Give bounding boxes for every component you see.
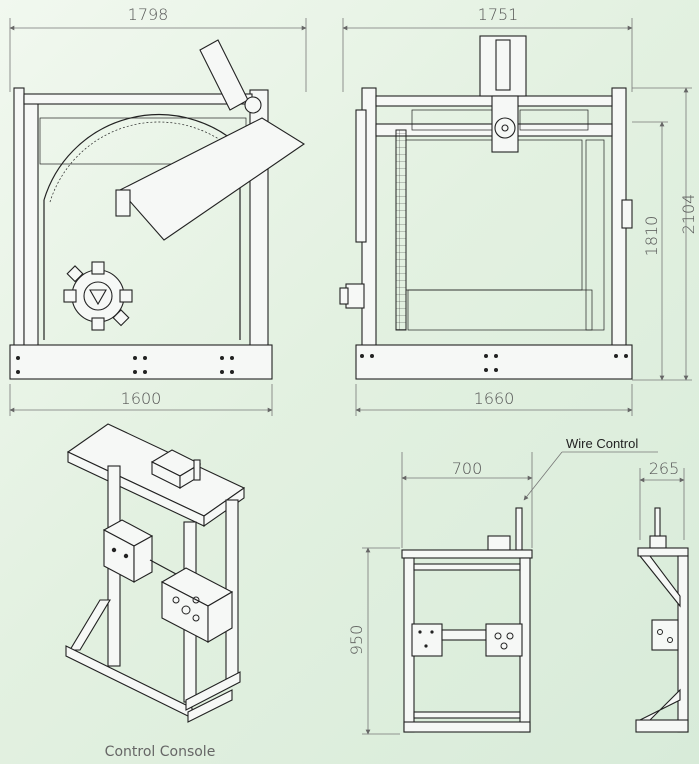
console-isometric: Control Console	[65, 423, 246, 760]
front-view: 1798	[9, 5, 307, 416]
front-control-box	[487, 535, 511, 551]
dim-label-2104: 2104	[679, 194, 698, 235]
side-bottom-mesh	[407, 289, 593, 331]
dim-label-265: 265	[649, 459, 680, 478]
dim-console-width: 700	[401, 452, 533, 548]
side-gear-rack	[395, 129, 407, 331]
side-motor	[345, 283, 365, 309]
wire-control-label: Wire Control	[566, 436, 638, 451]
console-top	[401, 549, 533, 559]
front-drum-arc	[43, 114, 245, 201]
side-view: 1751	[339, 5, 698, 416]
dim-side-1810: 1810	[632, 121, 668, 381]
console-caption: Control Console	[105, 744, 216, 760]
dim-console-depth: 265	[639, 459, 685, 540]
dim-label-700: 700	[452, 459, 483, 478]
side-right-post	[611, 87, 627, 379]
dim-label-950: 950	[347, 625, 366, 656]
dim-side-top: 1751	[342, 5, 633, 92]
dim-front-base: 1600	[9, 384, 273, 416]
front-left-inner-post	[23, 95, 39, 379]
front-base	[9, 344, 273, 380]
front-arm-hinge	[115, 189, 131, 217]
iso-base-rail	[65, 645, 193, 719]
front-top-rail	[23, 93, 253, 105]
side-block	[651, 619, 679, 651]
console-front-view: 700 Wire Control 950	[347, 436, 658, 735]
dim-console-height: 950	[347, 547, 400, 735]
side-base	[355, 344, 633, 380]
front-block-large	[485, 623, 523, 657]
dim-label-1798: 1798	[128, 5, 169, 24]
front-block-small	[411, 623, 443, 657]
dim-front-top: 1798	[9, 5, 307, 92]
front-swing-arm	[119, 117, 306, 241]
side-console-top	[637, 547, 689, 557]
dim-label-1600: 1600	[121, 389, 162, 408]
front-chuck	[63, 261, 133, 331]
wire-control-pendant	[515, 507, 523, 551]
dim-label-1810: 1810	[642, 216, 661, 257]
dim-side-base: 1660	[355, 384, 633, 416]
dim-label-1751: 1751	[478, 5, 519, 24]
dim-side-2104: 2104	[632, 87, 698, 381]
dim-label-1660: 1660	[474, 389, 515, 408]
side-motor-panel	[355, 109, 367, 243]
front-left-post	[13, 87, 25, 379]
wire-control-callout: Wire Control	[523, 436, 658, 501]
console-side-view: 265	[635, 459, 689, 733]
